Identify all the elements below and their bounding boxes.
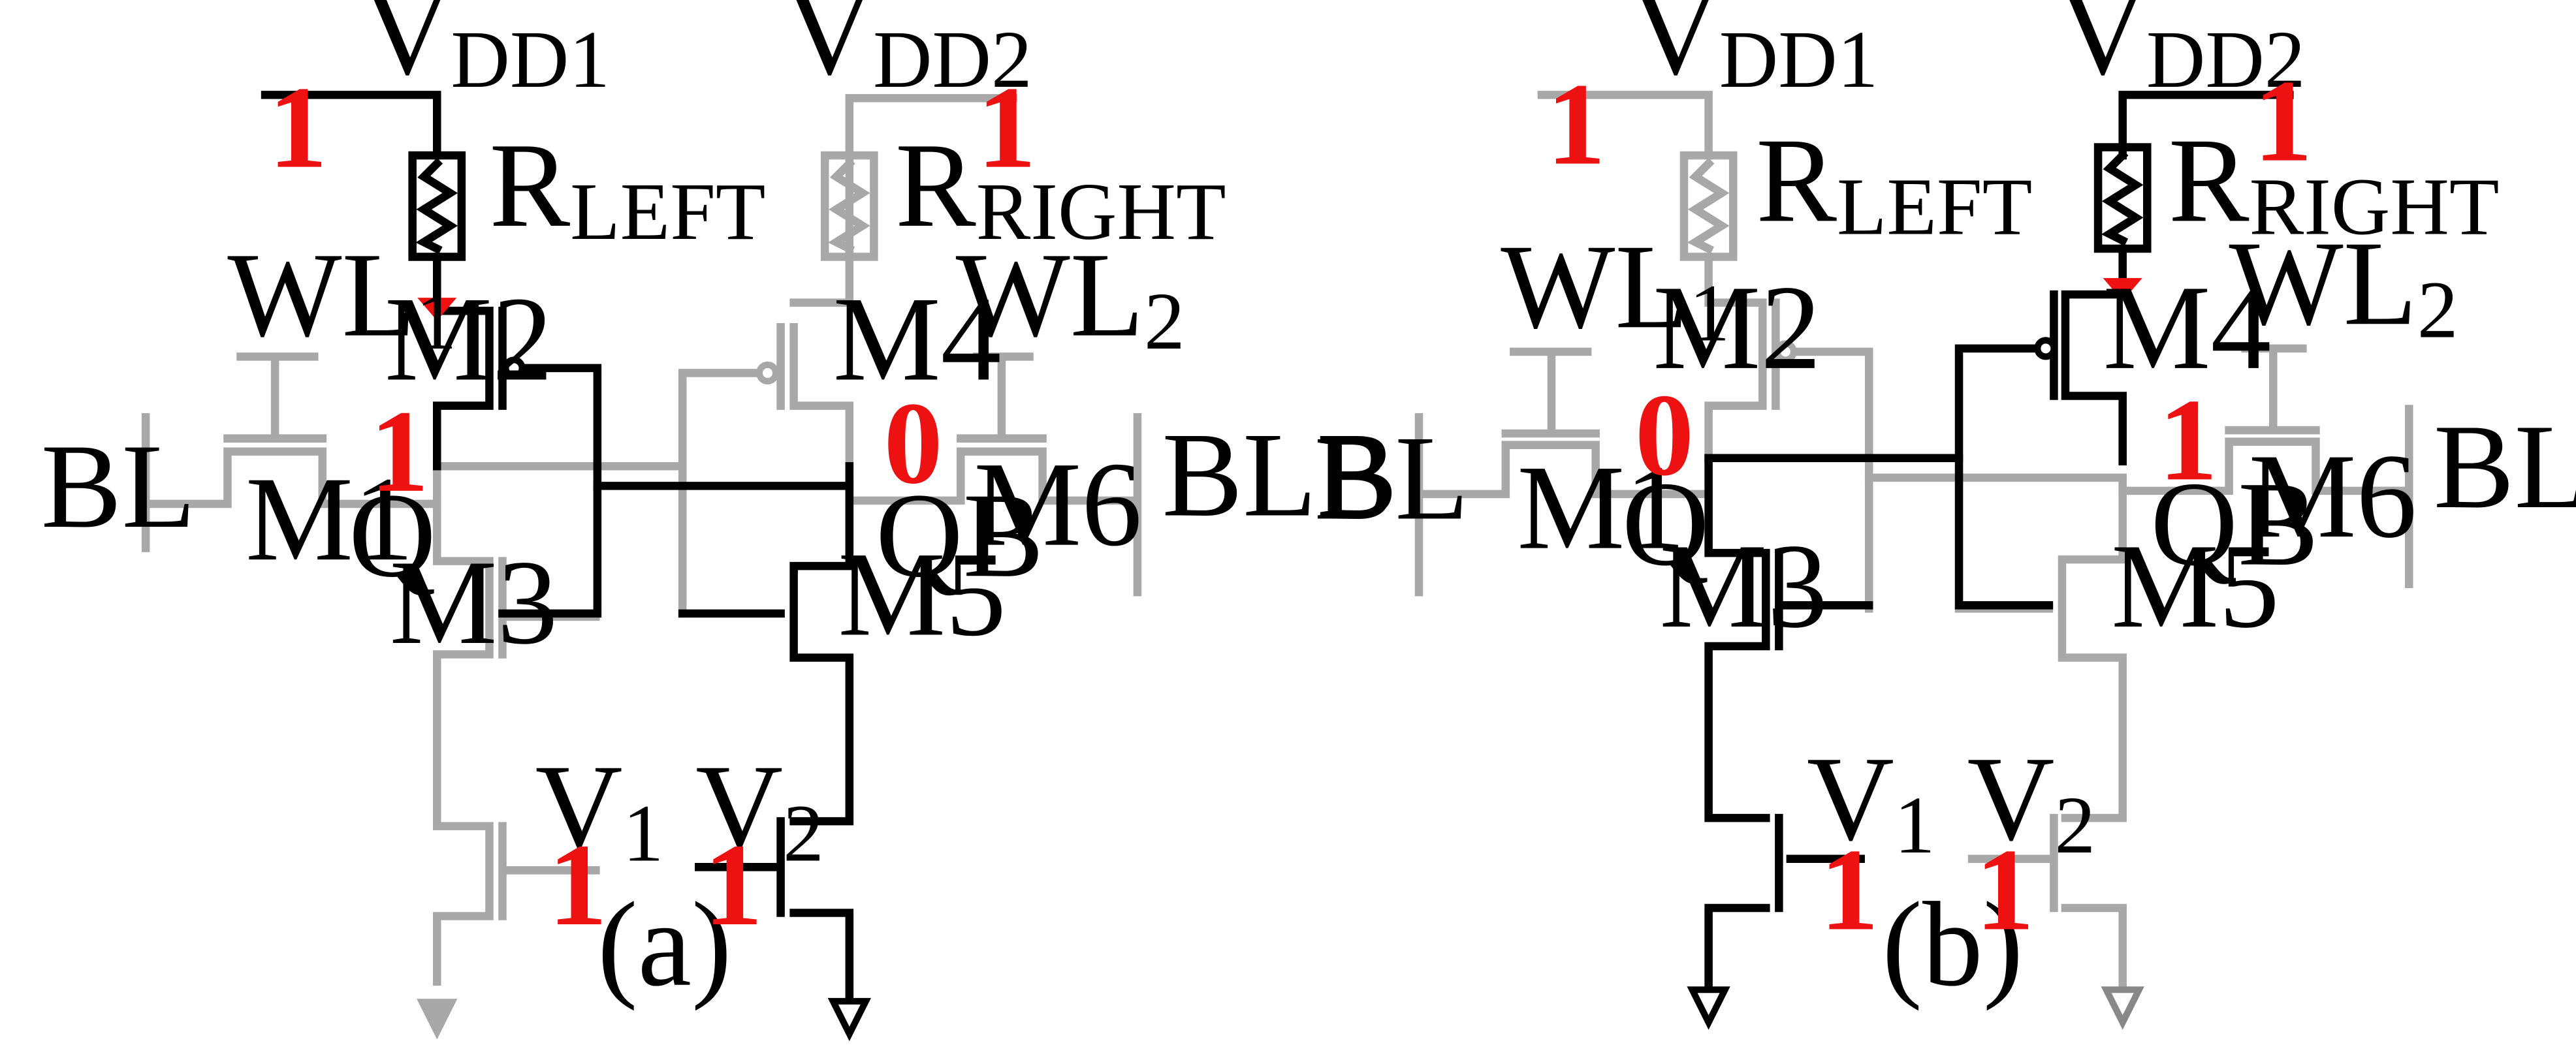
panel-a-q-label: Q	[349, 469, 436, 602]
panel-b-m3-label: M3	[1659, 520, 1828, 653]
panel-a-m2-label: M2	[385, 272, 553, 406]
panel-a-inactive-wires	[141, 94, 1142, 986]
panel-a-r-right-label: RRIGHT	[895, 119, 1226, 257]
panel-a-m4-label: M4	[833, 272, 1002, 406]
panel-a-vdd1-label: VDD1	[363, 0, 610, 105]
panel-a-m1-label: M1	[246, 452, 414, 586]
panel-b-m2-label: M2	[1653, 261, 1821, 395]
panel-b-q-label: Q	[1622, 458, 1709, 591]
panel-b-m1-label: M1	[1517, 441, 1685, 575]
panel-b-blb-label: BLB	[2434, 400, 2576, 534]
panel-a-bit-vdd2: 1	[977, 63, 1036, 193]
panel-a-m5-label: M5	[838, 527, 1006, 661]
panel-a-qb-label: QB	[876, 469, 1044, 602]
panel-b-v1-label: V1	[1807, 732, 1935, 871]
panel-b-bit-vdd2: 1	[2253, 56, 2312, 187]
panel-b-bit-v2: 1	[1975, 825, 2034, 956]
panel-b-caption: (b)	[1882, 878, 2023, 1012]
panel-b-vdd2-label: VDD2	[2059, 0, 2306, 105]
panel-b-bl-label: BL	[1314, 411, 1469, 545]
panel-a-v2-label: V2	[695, 740, 824, 879]
panel-b-qb-label: QB	[2150, 458, 2319, 591]
panel-b-r-right-label: RRIGHT	[2169, 114, 2500, 252]
panel-b: VDD1 VDD2 RLEFT RRIGHT WL1 WL2 V1 V2 BL …	[1314, 0, 2576, 1030]
panel-b-m5-label: M5	[2111, 520, 2280, 653]
panel-b-bit-qb: 1	[2159, 375, 2218, 505]
panel-b-bit-q: 0	[1635, 370, 1694, 501]
panel-a-blb-label: BLB	[1162, 408, 1398, 542]
panel-b-bit-v1: 1	[1820, 825, 1879, 956]
panel-a-bit-vdd1: 1	[268, 63, 327, 193]
panel-b-r-left-label: RLEFT	[1756, 114, 2032, 252]
panel-a-bit-q: 1	[370, 386, 428, 517]
panel-a-m3-label: M3	[390, 536, 558, 670]
panel-a-bit-qb: 0	[883, 378, 942, 508]
panel-a-bl-label: BL	[41, 420, 196, 554]
panel-a-wl1-label: WL1	[227, 228, 456, 367]
panel-b-v2-label: V2	[1967, 732, 2096, 871]
panel-a-caption: (a)	[597, 878, 732, 1012]
panel-b-vdd1-label: VDD1	[1632, 0, 1879, 105]
panel-b-wl2-label: WL2	[2229, 217, 2458, 355]
panel-b-m4-label: M4	[2103, 261, 2272, 395]
panel-a-bit-v1: 1	[549, 820, 607, 950]
panel-a-v1-label: V1	[535, 740, 664, 879]
panel-a-m6-label: M6	[974, 438, 1142, 572]
panel-a-r-left-label: RLEFT	[489, 119, 765, 257]
panel-b-m6-label: M6	[2249, 430, 2417, 563]
panel-a: VDD1 VDD2 RLEFT RRIGHT WL1 WL2 V1 V2 BL …	[41, 0, 1398, 1042]
panel-a-vdd2-label: VDD2	[786, 0, 1032, 105]
panel-b-wl1-label: WL1	[1501, 220, 1730, 358]
panel-a-bit-v2: 1	[704, 820, 763, 950]
panel-a-wl2-label: WL2	[956, 228, 1185, 367]
panel-b-bit-vdd1: 1	[1546, 59, 1605, 190]
